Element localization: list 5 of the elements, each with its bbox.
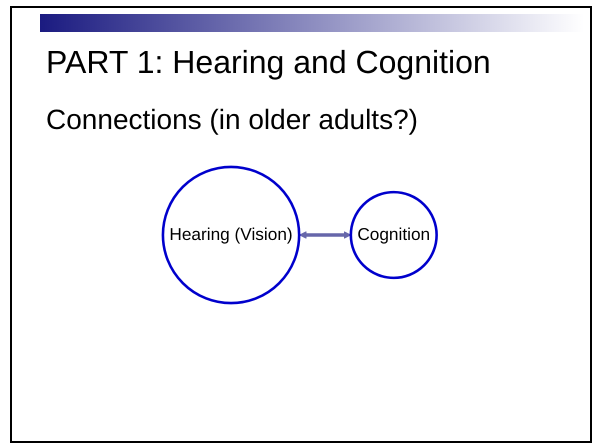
arrow	[299, 231, 352, 239]
slide-title: PART 1: Hearing and Cognition	[46, 44, 491, 81]
node-circle: Cognition	[350, 190, 438, 280]
node-circle: Hearing (Vision)	[162, 166, 301, 304]
subtitle: Connections (in older adults?)	[46, 104, 418, 136]
